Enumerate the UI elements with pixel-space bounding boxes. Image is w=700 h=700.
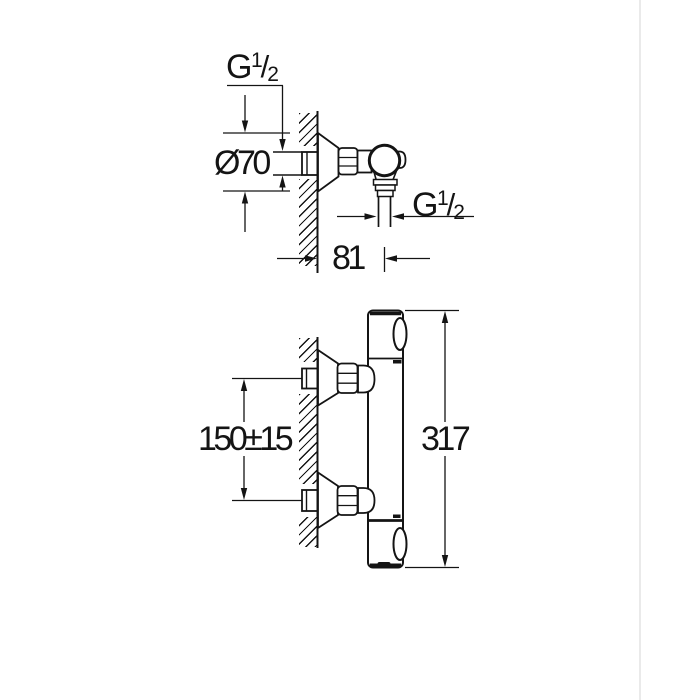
thread-label-denominator: 2 (453, 201, 465, 224)
hex-nut-front-top (336, 362, 359, 394)
arrow-down (241, 120, 249, 133)
valve-body-circle (367, 143, 402, 178)
thread-label-slash: / (446, 187, 456, 222)
escutcheon-side (317, 131, 340, 194)
arrow-left (392, 213, 404, 220)
handle-grip-top (392, 317, 408, 351)
dim-label-escutcheon-diameter: Ø70 (214, 144, 271, 182)
arrow-down (441, 555, 449, 567)
arrow-up (441, 311, 449, 323)
bottom-cap-tick (393, 514, 401, 518)
thread-label-numerator: 1 (250, 49, 263, 72)
inlet-boss-top (357, 364, 376, 394)
thread-label-numerator: 1 (436, 187, 449, 210)
thread-label-base: G (412, 186, 438, 224)
arrow-up (241, 191, 249, 204)
outlet-ring-3 (376, 189, 394, 198)
handle-grip-bottom (392, 527, 408, 561)
outlet-ring-2 (374, 184, 396, 192)
top-cap-tick (393, 360, 402, 364)
dim-label-wall-offset: 81 (332, 239, 366, 277)
arrow-right (305, 255, 317, 262)
image-edge-artifact (639, 0, 641, 700)
front-view (232, 309, 459, 569)
thread-label-denominator: 2 (267, 63, 279, 86)
inlet-fitting-square (301, 151, 319, 176)
dim-label-inlet-spacing: 150±15 (195, 422, 294, 456)
inlet-fitting-square-top (301, 367, 319, 390)
thread-label-slash: / (260, 49, 270, 84)
dim-label-overall-height: 317 (418, 422, 471, 456)
arrow-down (240, 488, 248, 500)
arrow-up (240, 379, 248, 391)
dim-label-inlet-thread: G1/2 (226, 48, 279, 86)
dim-label-outlet-thread: G1/2 (412, 186, 465, 224)
hex-nut-side (337, 147, 359, 176)
escutcheon-front-bottom (317, 470, 339, 530)
arrow-down (279, 139, 286, 151)
side-view (223, 84, 474, 273)
arrow-left (385, 255, 397, 262)
arrow-right (364, 213, 377, 220)
outlet-ring-1 (372, 178, 398, 186)
hex-nut-front-bottom (336, 485, 359, 516)
escutcheon-front-top (317, 348, 339, 408)
inlet-boss-bottom (357, 487, 376, 514)
bottom-outlet-mark (377, 562, 391, 566)
inlet-fitting-square-bottom (301, 489, 319, 512)
thread-label-base: G (226, 48, 252, 86)
arrow-up (279, 175, 286, 188)
